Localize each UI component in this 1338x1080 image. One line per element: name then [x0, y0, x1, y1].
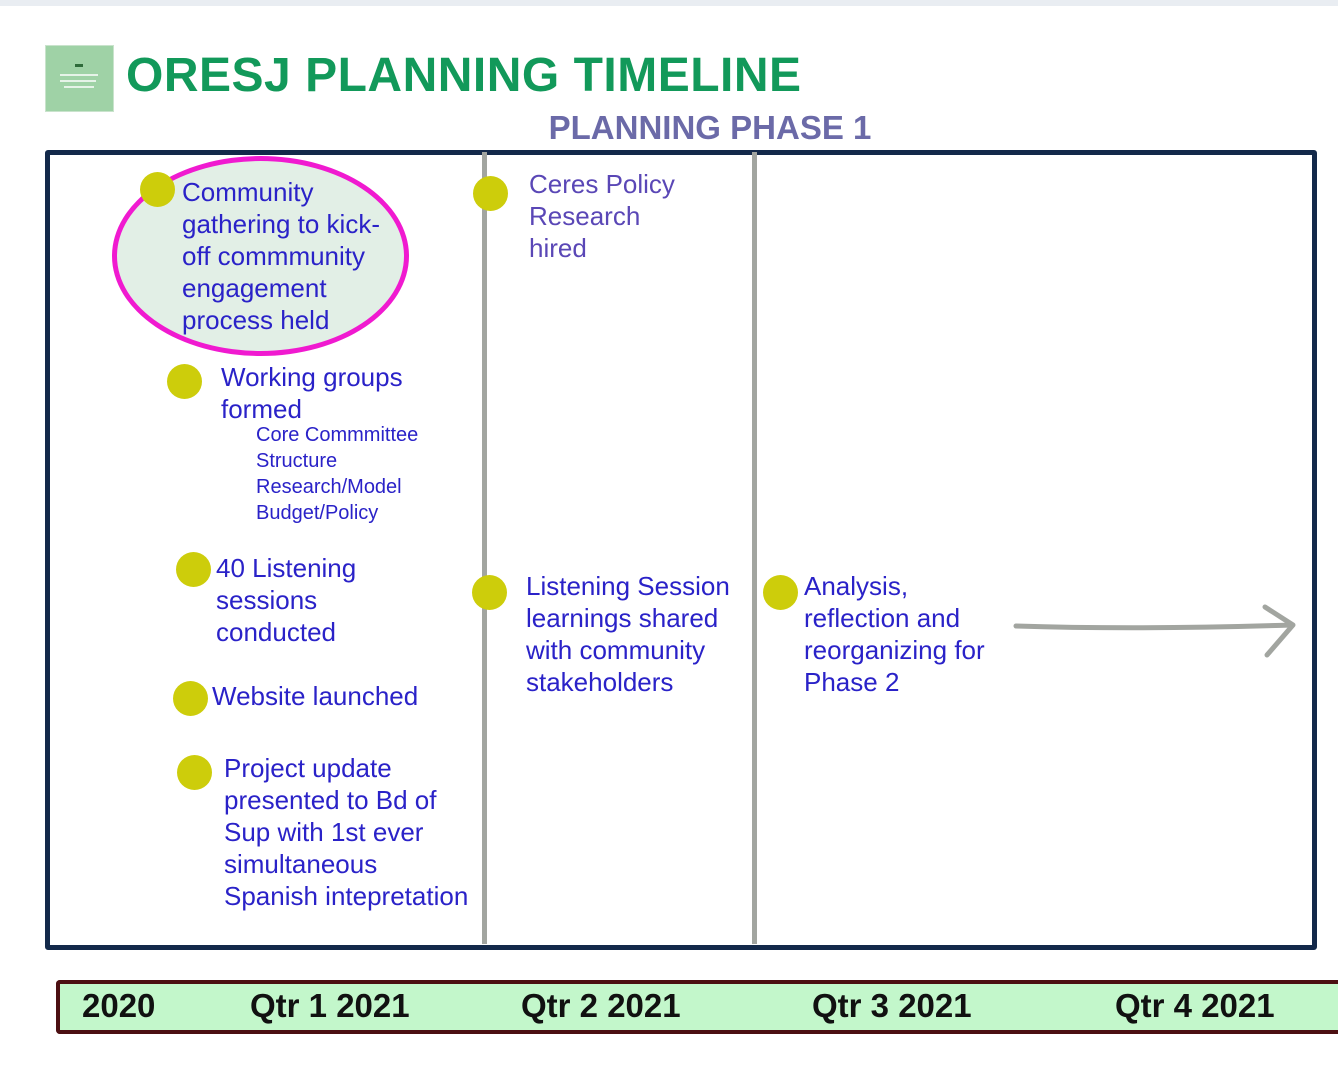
milestone-community-gathering: Community gathering to kick- off commmun…	[182, 177, 380, 335]
column-divider-2	[752, 152, 757, 944]
top-band	[0, 0, 1338, 6]
milestone-dot-icon	[167, 364, 202, 399]
milestone-working-groups: Working groups formed	[221, 362, 403, 424]
phase-subtitle: PLANNING PHASE 1	[548, 109, 872, 146]
timeline-tick-q4-2021: Qtr 4 2021	[1115, 987, 1275, 1024]
column-divider-1	[482, 152, 487, 944]
milestone-website: Website launched	[212, 681, 419, 711]
milestone-ceres-policy: Ceres Policy Research hired	[529, 169, 675, 263]
milestone-dot-icon	[140, 172, 175, 207]
timeline-axis-bar	[56, 980, 1338, 1034]
page-title: ORESJ PLANNING TIMELINE	[126, 49, 802, 102]
milestone-dot-icon	[763, 575, 798, 610]
milestone-dot-icon	[173, 681, 208, 716]
milestone-dot-icon	[472, 575, 507, 610]
working-groups-list: Core Commmittee Structure Research/Model…	[256, 424, 419, 524]
timeline-tick-q3-2021: Qtr 3 2021	[812, 987, 972, 1024]
oresj-logo-icon	[45, 45, 114, 112]
milestone-dot-icon	[473, 176, 508, 211]
milestone-analysis: Analysis, reflection and reorganizing fo…	[804, 571, 985, 697]
milestone-project-update: Project update presented to Bd of Sup wi…	[224, 753, 469, 911]
right-arrow-icon	[1013, 604, 1296, 658]
timeline-tick-q1-2021: Qtr 1 2021	[250, 987, 410, 1024]
milestone-listening-sessions: 40 Listening sessions conducted	[216, 553, 357, 647]
milestone-dot-icon	[176, 552, 211, 587]
timeline-tick-q2-2021: Qtr 2 2021	[521, 987, 681, 1024]
milestone-learnings-shared: Listening Session learnings shared with …	[526, 571, 730, 697]
milestone-dot-icon	[177, 755, 212, 790]
timeline-tick-2020: 2020	[82, 987, 156, 1024]
